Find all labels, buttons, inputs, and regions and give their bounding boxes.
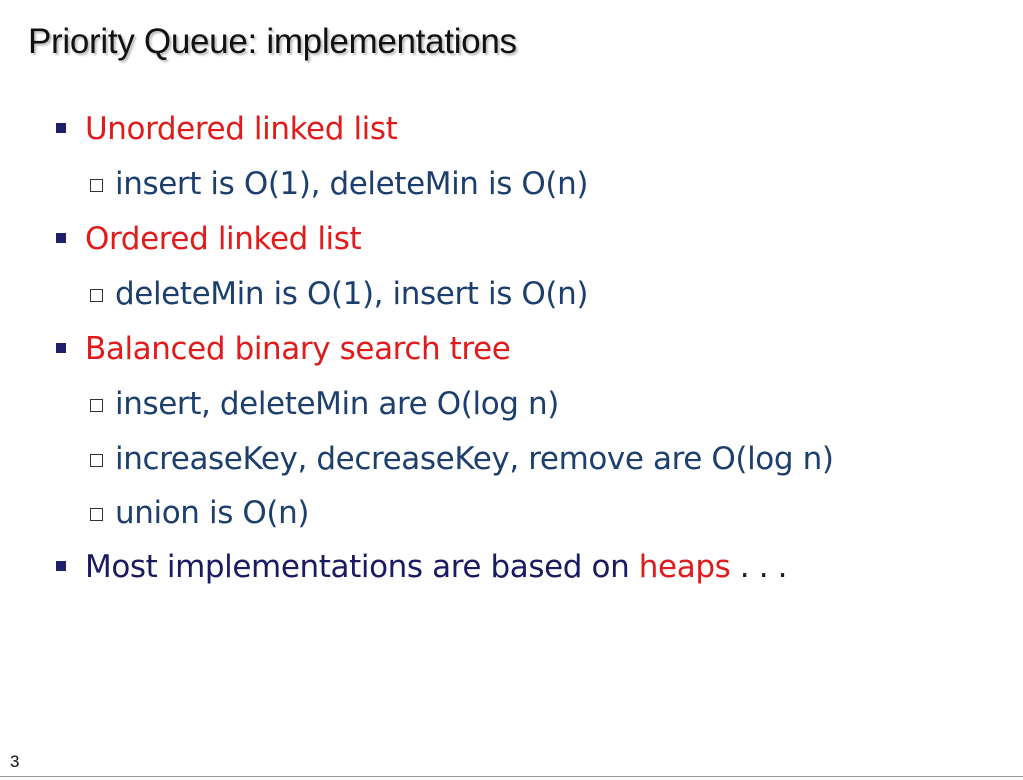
sub-bullet-bst-keys: increaseKey, decreaseKey, remove are O(l… [90, 439, 834, 479]
bullet-text: Balanced binary search tree [85, 331, 511, 367]
sub-bullet-bst-insert: insert, deleteMin are O(log n) [90, 384, 559, 424]
bullet-ordered-linked-list: Ordered linked list [56, 219, 362, 259]
sub-bullet-text: deleteMin is O(1), insert is O(n) [115, 276, 589, 312]
square-bullet-icon [56, 233, 66, 243]
sub-bullet-text: increaseKey, decreaseKey, remove are O(l… [115, 441, 834, 477]
bullet-text: Ordered linked list [85, 221, 362, 257]
sub-bullet-text: insert, deleteMin are O(log n) [115, 386, 559, 422]
hollow-square-icon [90, 399, 103, 412]
sub-bullet-text: insert is O(1), deleteMin is O(n) [115, 166, 589, 202]
sub-bullet-bst-union: union is O(n) [90, 493, 309, 533]
sub-bullet-unordered: insert is O(1), deleteMin is O(n) [90, 164, 588, 204]
slide-title: Priority Queue: implementations [28, 22, 517, 61]
hollow-square-icon [90, 289, 103, 302]
sub-bullet-ordered: deleteMin is O(1), insert is O(n) [90, 274, 588, 314]
page-number: 3 [10, 752, 20, 771]
hollow-square-icon [90, 179, 103, 192]
bullet-text: Most implementations are based on [85, 549, 639, 585]
footer-divider [0, 776, 1023, 777]
hollow-square-icon [90, 508, 103, 521]
sub-bullet-text: union is O(n) [115, 495, 310, 531]
heaps-highlight: heaps [638, 549, 731, 585]
bullet-unordered-linked-list: Unordered linked list [56, 109, 398, 149]
bullet-heaps: Most implementations are based on heaps … [56, 547, 787, 587]
bullet-balanced-bst: Balanced binary search tree [56, 329, 511, 369]
square-bullet-icon [56, 561, 66, 571]
square-bullet-icon [56, 343, 66, 353]
bullet-text: Unordered linked list [85, 111, 398, 147]
square-bullet-icon [56, 123, 66, 133]
hollow-square-icon [90, 454, 103, 467]
ellipsis-text: . . . [730, 549, 788, 585]
